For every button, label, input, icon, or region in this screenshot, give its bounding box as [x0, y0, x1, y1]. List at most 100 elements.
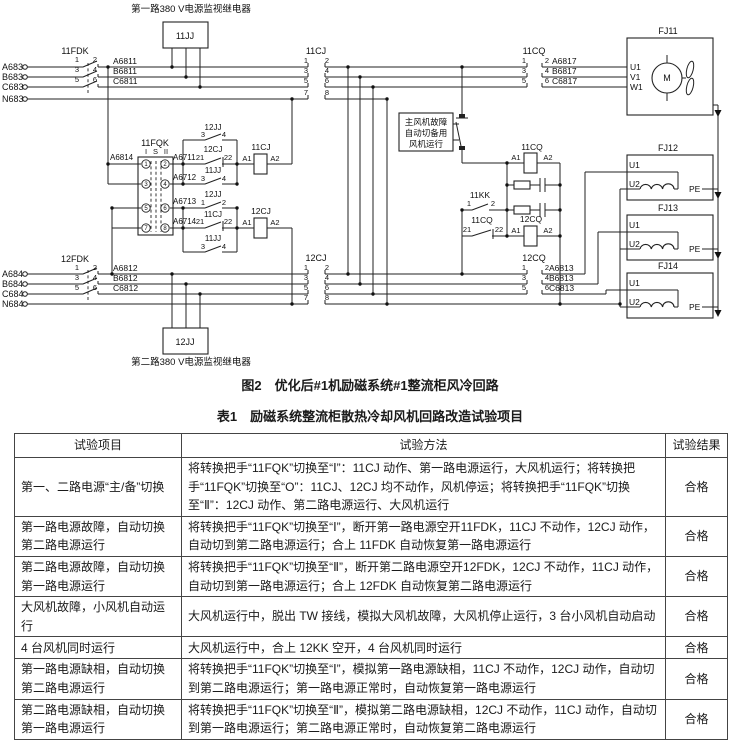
pin-label: 22 [224, 217, 232, 226]
table-row: 第一路电源故障，自动切换第二路电源运行 将转换把手“11FQK”切换至“Ⅰ”，断… [14, 515, 728, 557]
test-item: 4 台风机同时运行 [14, 636, 182, 660]
wire-label: A6711 [173, 153, 196, 162]
motor-terminal-label: W1 [630, 82, 643, 92]
pin-label: 7 [304, 293, 308, 302]
fan-fj12-box [626, 154, 714, 201]
junction-dots [106, 65, 622, 306]
pin-label: 6 [545, 76, 549, 85]
coil-11cj-label: 11CJ [251, 142, 270, 152]
pin-label: 21 [196, 217, 204, 226]
test-result: 合格 [665, 515, 728, 557]
wire-label: A6712 [173, 173, 197, 182]
fault-note-box [398, 112, 454, 152]
pin-label: 22 [224, 153, 232, 162]
wire-label: A6812 [113, 263, 138, 273]
wire-label: A6713 [173, 197, 197, 206]
wire-label: A6817 [552, 56, 577, 66]
coil-11cq [523, 152, 538, 174]
pin-label: 8 [325, 293, 329, 302]
pin-label: 1 [467, 199, 471, 208]
wire-label: A6814 [110, 153, 134, 162]
contact-owner-label: 11JJ [205, 166, 221, 175]
selector-pin: 2 [163, 162, 167, 168]
coil-12cq [523, 225, 538, 247]
pin-label: 3 [75, 65, 79, 74]
fan-terminal-label: U2 [629, 239, 640, 249]
pin-label: 3 [304, 273, 308, 282]
fan-terminal-label: U1 [629, 278, 640, 288]
fan-terminal-label: U2 [629, 179, 640, 189]
table-title: 表1 励磁系统整流柜散热冷却风机回路改造试验项目 [216, 409, 524, 424]
fan-fj14-box [626, 272, 714, 319]
pin-label: 1 [522, 56, 526, 65]
fan-terminal-label: PE [689, 302, 701, 312]
selector-11fqk-box [137, 156, 174, 236]
wire-label: B6813 [549, 273, 574, 283]
position-label: S [153, 147, 158, 156]
pin-label: 1 [304, 263, 308, 272]
selector-pin: 6 [163, 206, 167, 212]
pin-label: 4 [545, 273, 549, 282]
pin-label: A2 [270, 154, 279, 163]
test-table: 试验项目 试验方法 试验结果 第一、二路电源“主/备”切换 将转换把手“11FQ… [14, 433, 728, 740]
contact-owner-label: 12CJ [204, 145, 223, 154]
pin-label: 6 [325, 283, 329, 292]
fan-terminal-label: PE [689, 244, 701, 254]
wire-label: A6811 [113, 56, 137, 66]
test-item: 第二路电源缺相，自动切换第一路电源运行 [14, 698, 182, 740]
fault-note-line: 主风机故障 [405, 117, 448, 127]
pin-label: 4 [222, 242, 226, 251]
test-result: 合格 [665, 698, 728, 740]
pin-label: A1 [511, 226, 520, 235]
pin-label: 1 [304, 56, 308, 65]
pin-label: 2 [545, 263, 549, 272]
fan-fj12-label: FJ12 [658, 143, 678, 153]
coil-11cj [253, 153, 268, 175]
table-header-row: 试验项目 试验方法 试验结果 [14, 433, 728, 458]
pin-label: 8 [325, 88, 329, 97]
position-label: II [164, 147, 168, 156]
wire-label: B6812 [113, 273, 138, 283]
pin-label: 3 [522, 66, 526, 75]
pin-label: A1 [511, 153, 520, 162]
pin-label: 6 [545, 283, 549, 292]
pin-label: 7 [304, 88, 308, 97]
pin-label: 2 [491, 199, 495, 208]
contactor-12cj-label: 12CJ [305, 253, 326, 263]
pin-label: 1 [522, 263, 526, 272]
test-method: 将转换把手“11FQK”切换至“Ⅰ”：11CJ 动作、第一路电源运行，大风机运行… [181, 457, 666, 517]
table-row: 第一、二路电源“主/备”切换 将转换把手“11FQK”切换至“Ⅰ”：11CJ 动… [14, 457, 728, 517]
pin-label: A1 [242, 218, 251, 227]
pin-label: 3 [201, 242, 205, 251]
wire-label: B6811 [113, 66, 137, 76]
pin-label: 6 [93, 75, 97, 84]
contact-owner-label: 12JJ [205, 190, 222, 199]
selector-pin: 3 [144, 182, 148, 188]
terminal-label: B684 [2, 279, 23, 289]
test-item: 大风机故障，小风机自动运行 [14, 596, 182, 638]
test-method: 将转换把手“11FQK”切换至“Ⅱ”，断开第二路电源空开12FDK，12CJ 不… [181, 555, 666, 598]
test-method: 将转换把手“11FQK”切换至“Ⅰ”，断开第一路电源空开11FDK，11CJ 不… [181, 515, 666, 557]
contact-owner-label: 11JJ [205, 234, 221, 243]
selector-pin: 5 [144, 206, 148, 212]
coil-12cj-label: 12CJ [251, 206, 271, 216]
selector-contact-circles [141, 159, 170, 233]
selector-pin: 8 [163, 226, 167, 232]
pin-label: 3 [304, 66, 308, 75]
col-header-result: 试验结果 [665, 433, 728, 458]
table-row: 第二路电源缺相，自动切换第一路电源运行 将转换把手“11FQK”切换至“Ⅱ”，模… [14, 698, 728, 740]
winding-coils [639, 183, 675, 308]
relay-12jj-label: 12JJ [175, 337, 194, 347]
nc-contact-pads [459, 114, 465, 150]
pin-label: 5 [522, 76, 526, 85]
fan-fj13-label: FJ13 [658, 203, 678, 213]
relay-11jj-label: 11JJ [176, 31, 194, 41]
terminal-label: N683 [2, 94, 24, 104]
pin-label: A2 [543, 153, 552, 162]
coil-12cj [253, 217, 268, 239]
fan-terminal-label: U1 [629, 220, 640, 230]
wire-label: A6813 [549, 263, 574, 273]
contact-owner-label: 11CJ [204, 210, 222, 219]
test-item: 第一、二路电源“主/备”切换 [14, 457, 182, 517]
test-item: 第二路电源故障，自动切换第一路电源运行 [14, 555, 182, 598]
